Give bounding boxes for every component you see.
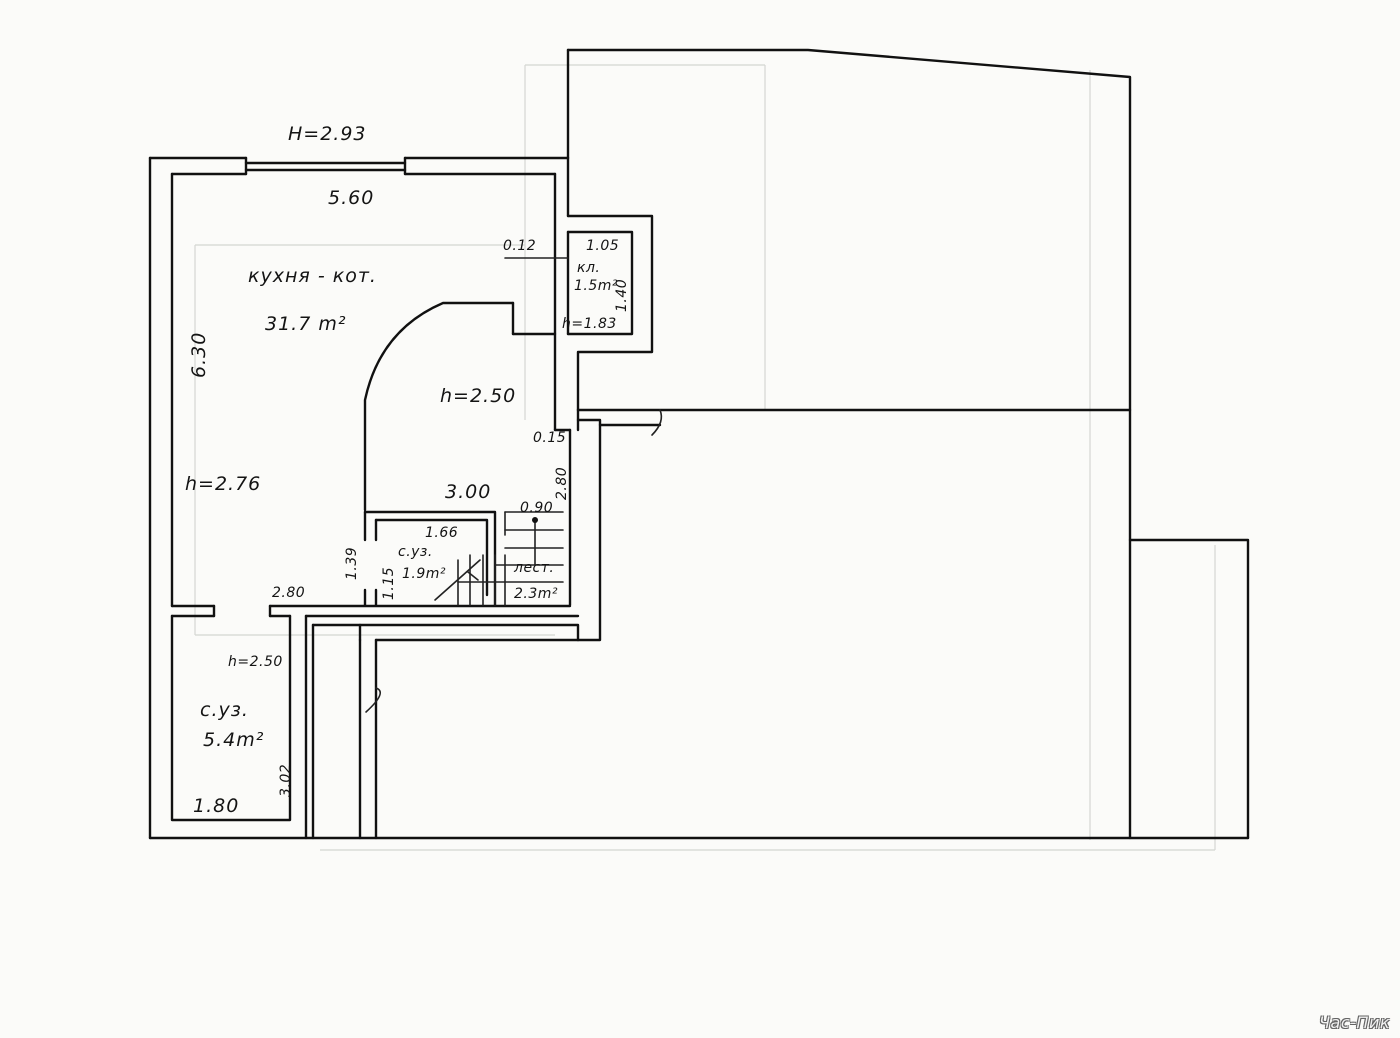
label-stair-width: 0.90 (520, 500, 553, 516)
label-pantry-height: h=1.83 (562, 316, 617, 332)
label-hall-width: 3.00 (445, 481, 491, 503)
label-wc1-width: 1.66 (425, 525, 458, 541)
label-width-top: 5.60 (328, 187, 374, 209)
label-wc2-width: 1.80 (193, 795, 239, 817)
label-wc2-height: h=2.50 (228, 654, 283, 670)
label-wc1-name: с.уз. (398, 544, 433, 560)
paper-show-through (194, 64, 1216, 851)
label-pantry-name: кл. (577, 260, 600, 276)
label-wc1-door: 1.15 (381, 567, 397, 600)
label-stair-depth: 2.80 (554, 467, 570, 500)
label-kitchen-area: 31.7 m² (265, 313, 346, 335)
plan-labels: H=2.93 5.60 кухня - кот. 31.7 m² 6.30 h=… (185, 123, 630, 817)
staircase (434, 511, 564, 606)
label-height-top: H=2.93 (288, 123, 367, 145)
label-hall-height: h=2.50 (440, 385, 516, 407)
label-kitchen-name: кухня - кот. (248, 265, 377, 287)
label-wc1-depth: 1.39 (344, 547, 360, 580)
exterior-walls-right (148, 48, 1250, 840)
label-pantry-wall: 0.12 (503, 238, 536, 254)
label-wc2-area: 5.4m² (203, 729, 264, 751)
main-walls (148, 156, 662, 840)
label-stair-area: 2.3m² (514, 586, 558, 602)
label-wc2-name: с.уз. (200, 699, 249, 721)
label-pantry-width: 1.05 (586, 238, 619, 254)
label-stair-name: лест. (513, 560, 554, 576)
watermark: Час-Пик (1319, 1013, 1390, 1032)
label-wall-015: 0.15 (533, 430, 566, 446)
label-corridor-width: 2.80 (272, 585, 305, 601)
label-wc2-depth: 3.02 (278, 764, 294, 797)
label-kitchen-height: h=2.76 (185, 473, 261, 495)
label-kitchen-depth: 6.30 (188, 332, 210, 378)
label-pantry-area: 1.5m² (574, 278, 618, 294)
label-wc1-area: 1.9m² (402, 566, 446, 582)
label-pantry-side: 1.40 (614, 279, 630, 312)
door-swings (365, 257, 663, 713)
